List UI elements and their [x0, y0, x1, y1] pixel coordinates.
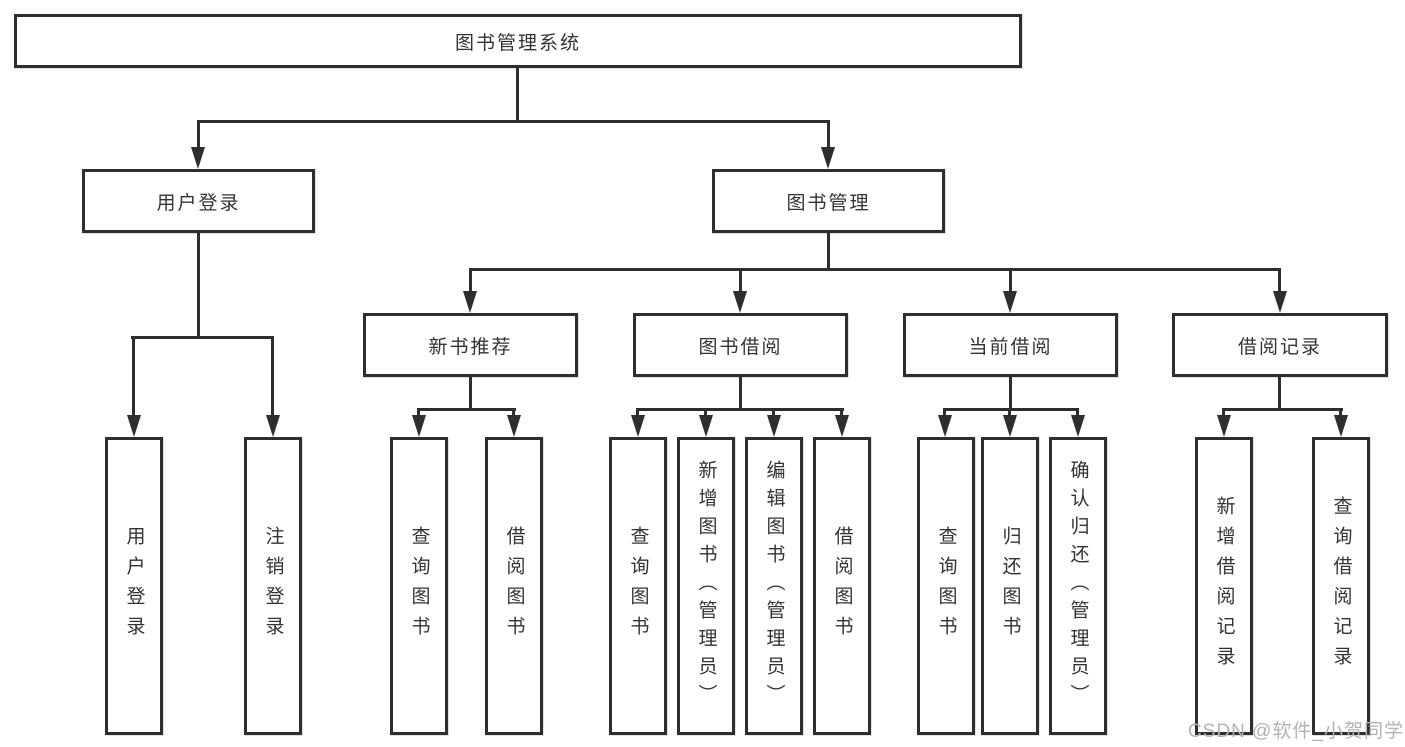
- arrow-down-icon: [1003, 291, 1017, 313]
- leaf-label: 查询图书: [627, 526, 649, 646]
- node-book-borrow: 图书借阅: [633, 313, 848, 377]
- arrow-down-icon: [767, 415, 781, 437]
- connector-segment: [516, 68, 519, 120]
- connector-segment: [132, 336, 135, 417]
- connector-segment: [943, 408, 946, 417]
- arrow-down-icon: [1273, 291, 1287, 313]
- leaf-borrow-books: 借阅图书: [813, 437, 871, 735]
- connector-segment: [739, 377, 742, 408]
- leaf-label: 借阅图书: [831, 526, 853, 646]
- leaf-query-books-recommend: 查询图书: [390, 437, 448, 735]
- leaf-label: 查询借阅记录: [1330, 496, 1352, 676]
- connector-segment: [417, 408, 516, 411]
- leaf-label: 注销登录: [262, 526, 284, 646]
- leaf-user-login: 用户登录: [105, 437, 163, 735]
- arrow-down-icon: [191, 147, 205, 169]
- connector-segment: [197, 120, 200, 149]
- connector-segment: [636, 408, 844, 411]
- arrow-down-icon: [938, 415, 952, 437]
- arrow-down-icon: [266, 415, 280, 437]
- connector-segment: [1009, 268, 1012, 292]
- leaf-label: 查询图书: [408, 526, 430, 646]
- node-user-login: 用户登录: [82, 169, 315, 233]
- leaf-logout: 注销登录: [244, 437, 302, 735]
- connector-segment: [739, 268, 742, 292]
- leaf-query-books-current: 查询图书: [917, 437, 975, 735]
- connector-segment: [131, 336, 274, 339]
- connector-segment: [1222, 408, 1225, 417]
- arrow-down-icon: [1334, 415, 1348, 437]
- arrow-down-icon: [412, 415, 426, 437]
- leaf-edit-books-admin: 编辑图书（管理员）: [745, 437, 803, 735]
- connector-segment: [1222, 408, 1343, 411]
- connector-segment: [943, 408, 1079, 411]
- connector-segment: [417, 408, 420, 417]
- csdn-watermark: CSDN @软件_小贺同学: [1188, 721, 1404, 742]
- arrow-down-icon: [835, 415, 849, 437]
- node-current-borrow: 当前借阅: [903, 313, 1118, 377]
- connector-segment: [197, 233, 200, 336]
- connector-segment: [772, 408, 775, 417]
- connector-segment: [1339, 408, 1342, 417]
- connector-segment: [827, 233, 830, 268]
- leaf-label: 借阅图书: [503, 526, 525, 646]
- connector-segment: [197, 120, 830, 123]
- connector-segment: [704, 408, 707, 417]
- leaf-confirm-return-admin: 确认归还（管理员）: [1049, 437, 1107, 735]
- node-book-management: 图书管理: [712, 169, 945, 233]
- node-new-book-recommend: 新书推荐: [363, 313, 578, 377]
- connector-segment: [1278, 377, 1281, 408]
- node-root: 图书管理系统: [14, 14, 1022, 68]
- connector-segment: [636, 408, 639, 417]
- node-borrow-records: 借阅记录: [1172, 313, 1388, 377]
- leaf-query-borrow-record: 查询借阅记录: [1312, 437, 1370, 735]
- arrow-down-icon: [631, 415, 645, 437]
- arrow-down-icon: [821, 147, 835, 169]
- connector-segment: [469, 268, 472, 292]
- connector-segment: [469, 268, 1280, 271]
- leaf-label: 用户登录: [123, 526, 145, 646]
- connector-segment: [271, 336, 274, 417]
- leaf-add-books-admin: 新增图书（管理员）: [677, 437, 735, 735]
- leaf-label: 新增借阅记录: [1213, 496, 1235, 676]
- connector-segment: [827, 120, 830, 149]
- connector-segment: [840, 408, 843, 417]
- connector-segment: [1076, 408, 1079, 417]
- leaf-label: 确认归还（管理员）: [1067, 460, 1089, 712]
- connector-segment: [1009, 377, 1012, 408]
- leaf-label: 新增图书（管理员）: [695, 460, 717, 712]
- arrow-down-icon: [1071, 415, 1085, 437]
- leaf-return-books: 归还图书: [981, 437, 1039, 735]
- leaf-label: 归还图书: [999, 526, 1021, 646]
- arrow-down-icon: [463, 291, 477, 313]
- arrow-down-icon: [127, 415, 141, 437]
- connector-segment: [1278, 268, 1281, 292]
- leaf-query-books-borrow: 查询图书: [609, 437, 667, 735]
- arrow-down-icon: [699, 415, 713, 437]
- arrow-down-icon: [507, 415, 521, 437]
- leaf-label: 编辑图书（管理员）: [763, 460, 785, 712]
- arrow-down-icon: [733, 291, 747, 313]
- arrow-down-icon: [1003, 415, 1017, 437]
- arrow-down-icon: [1217, 415, 1231, 437]
- leaf-add-borrow-record: 新增借阅记录: [1195, 437, 1253, 735]
- leaf-borrow-books-recommend: 借阅图书: [485, 437, 543, 735]
- leaf-label: 查询图书: [935, 526, 957, 646]
- connector-segment: [469, 377, 472, 408]
- connector-segment: [512, 408, 515, 417]
- connector-segment: [1008, 408, 1011, 417]
